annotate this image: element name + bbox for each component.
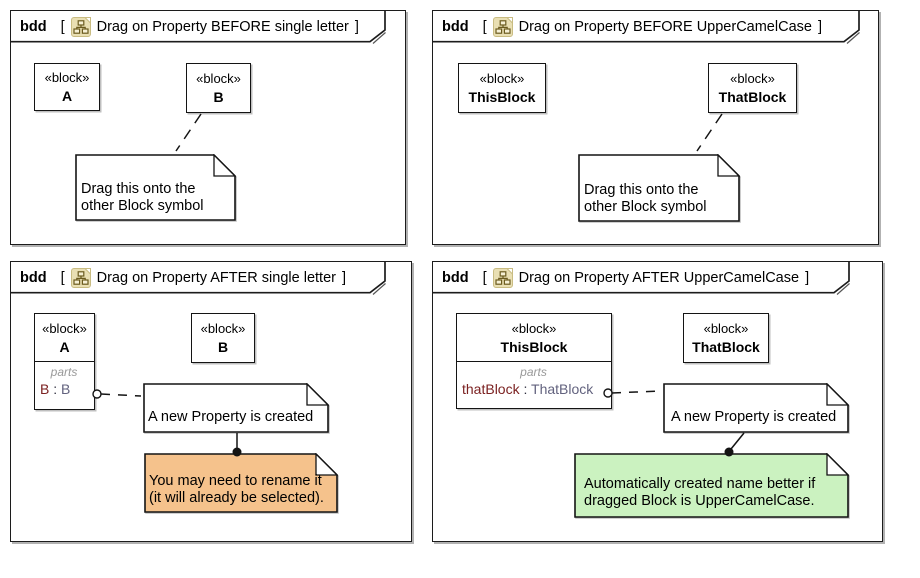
frame-title: Drag on Property AFTER UpperCamelCase	[518, 269, 800, 286]
block-name: A	[61, 88, 73, 104]
block-name-compartment: «block» A	[35, 314, 94, 361]
block-node-thatblock[interactable]: «block» ThatBlock	[708, 63, 797, 113]
note-line: A new Property is created	[671, 409, 837, 425]
block-name: ThatBlock	[692, 339, 760, 355]
block-name-compartment: «block» ThatBlock	[709, 64, 796, 112]
note-line: Automatically created name better if	[584, 476, 816, 492]
part-property-type: ThatBlock	[531, 381, 594, 397]
bracket-close: ]	[354, 18, 359, 35]
bdd-diagram-icon	[70, 16, 91, 37]
note-line: other Block symbol	[81, 198, 204, 214]
block-stereotype: «block»	[200, 321, 246, 336]
diagram-kind-label: bdd	[442, 18, 469, 35]
frame-title-tab	[10, 261, 386, 295]
block-parts-compartment: parts thatBlock : ThatBlock	[457, 361, 611, 408]
note-line: (it will already be selected).	[149, 490, 324, 506]
block-name: ThisBlock	[500, 338, 568, 355]
note-text: You may need to rename it (it will alrea…	[149, 473, 324, 507]
note-text: Drag this onto the other Block symbol	[81, 181, 204, 215]
bdd-diagram-icon	[492, 16, 513, 37]
block-parts-compartment: parts B : B	[35, 361, 94, 409]
note-text: Automatically created name better if dra…	[584, 476, 815, 510]
part-property-type: B	[61, 381, 71, 397]
block-name-compartment: «block» ThatBlock	[684, 314, 768, 362]
block-node-thisblock[interactable]: «block» ThisBlock	[458, 63, 546, 113]
block-name: ThisBlock	[468, 89, 536, 105]
part-property: thatBlock : ThatBlock	[462, 381, 611, 397]
note-line: other Block symbol	[584, 199, 707, 215]
note-new-property	[143, 383, 329, 433]
note-line: dragged Block is UpperCamelCase.	[584, 493, 815, 509]
bracket-close: ]	[805, 269, 810, 286]
block-name-compartment: «block» B	[187, 64, 250, 112]
block-stereotype: «block»	[42, 320, 87, 336]
frame-bdd-before-uppercamelcase: bdd [ Drag on Property BEFORE UpperCamel…	[432, 10, 879, 245]
part-property-name: B	[40, 381, 50, 397]
note-text: A new Property is created	[671, 409, 836, 426]
frame-bdd-after-single-letter: bdd [ Drag on Property AFTER single lett…	[10, 261, 412, 542]
bracket-open: [	[482, 269, 487, 286]
block-name-compartment: «block» A	[35, 64, 99, 110]
part-property: B : B	[40, 381, 94, 397]
block-name-compartment: «block» ThisBlock	[459, 64, 545, 112]
note-text: A new Property is created	[148, 409, 313, 426]
note-line: You may need to rename it	[149, 473, 322, 489]
frame-header: bdd [ Drag on Property AFTER single lett…	[11, 262, 346, 293]
note-line: Drag this onto the	[584, 182, 699, 198]
bracket-open: [	[60, 269, 65, 286]
note-drag-instruction	[75, 154, 236, 221]
part-property-colon: :	[519, 381, 532, 397]
frame-bdd-before-single-letter: bdd [ Drag on Property BEFORE single let…	[10, 10, 406, 245]
note-new-property	[663, 383, 849, 433]
note-naming-tip	[574, 453, 849, 518]
bracket-close: ]	[817, 18, 822, 35]
note-rename-warning	[144, 453, 338, 513]
frame-title-tab	[432, 10, 860, 44]
bdd-diagram-icon	[492, 267, 513, 288]
frame-header: bdd [ Drag on Property BEFORE UpperCamel…	[433, 11, 822, 42]
note-line: A new Property is created	[148, 409, 314, 425]
note-text: Drag this onto the other Block symbol	[584, 182, 707, 216]
bdd-diagram-icon	[70, 267, 91, 288]
block-stereotype: «block»	[196, 71, 241, 86]
note-drag-instruction	[578, 154, 740, 222]
block-name-compartment: «block» ThisBlock	[457, 314, 611, 361]
frame-title: Drag on Property AFTER single letter	[96, 269, 336, 286]
block-node-thatblock[interactable]: «block» ThatBlock	[683, 313, 769, 363]
block-node-thisblock-with-parts[interactable]: «block» ThisBlock parts thatBlock : That…	[456, 313, 612, 409]
frame-title-tab	[10, 10, 386, 44]
frame-header: bdd [ Drag on Property BEFORE single let…	[11, 11, 359, 42]
block-name-compartment: «block» B	[192, 314, 254, 362]
frame-header: bdd [ Drag on Property AFTER UpperCamelC…	[433, 262, 809, 293]
diagram-kind-label: bdd	[20, 18, 47, 35]
block-stereotype: «block»	[479, 71, 525, 86]
block-node-a-with-parts[interactable]: «block» A parts B : B	[34, 313, 95, 410]
frame-title-tab	[432, 261, 850, 295]
note-line: Drag this onto the	[81, 181, 196, 197]
block-stereotype: «block»	[703, 321, 749, 336]
block-stereotype: «block»	[730, 71, 775, 86]
bracket-open: [	[60, 18, 65, 35]
frame-title: Drag on Property BEFORE single letter	[96, 18, 349, 35]
bracket-close: ]	[341, 269, 346, 286]
block-name: A	[59, 338, 70, 355]
block-name: B	[213, 89, 224, 105]
block-node-b[interactable]: «block» B	[191, 313, 255, 363]
block-stereotype: «block»	[44, 70, 90, 85]
parts-compartment-label: parts	[520, 365, 547, 379]
bracket-open: [	[482, 18, 487, 35]
block-name: ThatBlock	[718, 89, 787, 105]
diagram-kind-label: bdd	[20, 269, 47, 286]
diagram-kind-label: bdd	[442, 269, 469, 286]
frame-bdd-after-uppercamelcase: bdd [ Drag on Property AFTER UpperCamelC…	[432, 261, 883, 542]
block-node-a[interactable]: «block» A	[34, 63, 100, 111]
part-property-colon: :	[49, 381, 62, 397]
block-name: B	[217, 339, 229, 355]
block-node-b[interactable]: «block» B	[186, 63, 251, 113]
part-property-name: thatBlock	[462, 381, 520, 397]
parts-compartment-label: parts	[50, 365, 78, 379]
block-stereotype: «block»	[511, 320, 557, 336]
frame-title: Drag on Property BEFORE UpperCamelCase	[518, 18, 812, 35]
